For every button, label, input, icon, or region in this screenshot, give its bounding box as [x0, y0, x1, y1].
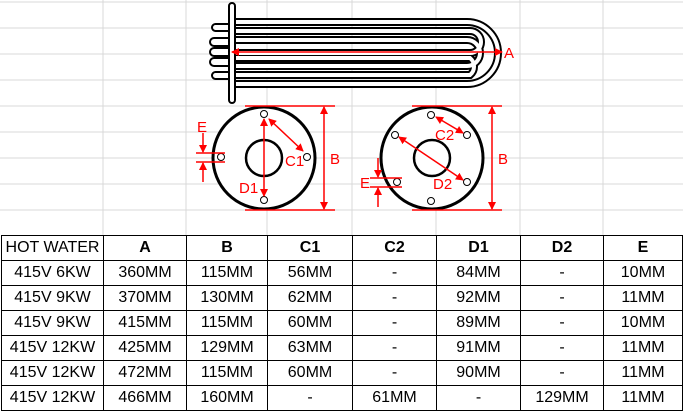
label-e-left: E [197, 119, 207, 136]
header-d1: D1 [436, 235, 521, 261]
table-cell: 466MM [103, 385, 187, 411]
label-d2: D2 [433, 176, 452, 193]
spreadsheet-gridlines [0, 0, 683, 236]
table-cell: 62MM [267, 285, 353, 311]
table-cell: 63MM [267, 335, 353, 361]
table-cell: 11MM [603, 360, 683, 386]
table-cell: - [520, 360, 604, 386]
table-cell: 11MM [603, 335, 683, 361]
header-e: E [603, 235, 683, 261]
label-d1: D1 [239, 180, 258, 197]
table-cell: 472MM [103, 360, 187, 386]
table-cell: 89MM [436, 310, 521, 336]
table-cell: - [520, 285, 604, 311]
table-cell: 415V 9KW [1, 310, 104, 336]
table-cell: 129MM [520, 385, 604, 411]
flange-front-view-2 [379, 105, 485, 211]
table-cell: 415V 12KW [1, 360, 104, 386]
label-c2: C2 [435, 127, 454, 144]
table-cell: 115MM [186, 360, 268, 386]
table-cell: 11MM [603, 385, 683, 411]
table-cell: 415V 9KW [1, 285, 104, 311]
table-cell: 360MM [103, 260, 187, 286]
header-c1: C1 [267, 235, 353, 261]
label-c1: C1 [285, 153, 304, 170]
table-cell: - [520, 310, 604, 336]
label-b-left: B [330, 151, 340, 168]
table-cell: - [352, 310, 437, 336]
table-cell: 10MM [603, 260, 683, 286]
table-cell: 425MM [103, 335, 187, 361]
table-cell: 415V 6KW [1, 260, 104, 286]
table-cell: - [352, 335, 437, 361]
dimension-lines [196, 48, 503, 211]
table-cell: 130MM [186, 285, 268, 311]
table-cell: - [520, 260, 604, 286]
table-cell: 10MM [603, 310, 683, 336]
table-cell: 415V 12KW [1, 335, 104, 361]
table-cell: 91MM [436, 335, 521, 361]
label-b-right: B [498, 151, 508, 168]
flange [228, 2, 236, 104]
table-cell: - [436, 385, 521, 411]
table-cell: 56MM [267, 260, 353, 286]
table-cell: - [352, 260, 437, 286]
label-a: A [504, 45, 514, 62]
header-a: A [103, 235, 187, 261]
label-e-right: E [360, 175, 370, 192]
table-cell: - [267, 385, 353, 411]
table-header-row: HOT WATER A B C1 C2 D1 D2 E [1, 235, 683, 261]
table-cell: 84MM [436, 260, 521, 286]
table-cell: 415V 12KW [1, 385, 104, 411]
header-b: B [186, 235, 268, 261]
table-cell: - [352, 360, 437, 386]
table-cell: 60MM [267, 310, 353, 336]
table-cell: 60MM [267, 360, 353, 386]
table-cell: 160MM [186, 385, 268, 411]
table-cell: 90MM [436, 360, 521, 386]
header-c2: C2 [352, 235, 437, 261]
terminal-icon [209, 23, 233, 80]
heater-diagram: A B B C1 D1 E C2 D2 E [196, 2, 514, 211]
heater-element-side-view [209, 2, 502, 104]
table-cell: - [352, 285, 437, 311]
table-cell: 115MM [186, 260, 268, 286]
table-cell: 11MM [603, 285, 683, 311]
header-hot-water: HOT WATER [1, 235, 104, 261]
table-cell: 61MM [352, 385, 437, 411]
table-cell: 370MM [103, 285, 187, 311]
header-d2: D2 [520, 235, 604, 261]
table-cell: 415MM [103, 310, 187, 336]
table-cell: 92MM [436, 285, 521, 311]
table-cell: 129MM [186, 335, 268, 361]
table-cell: 115MM [186, 310, 268, 336]
table-cell: - [520, 335, 604, 361]
